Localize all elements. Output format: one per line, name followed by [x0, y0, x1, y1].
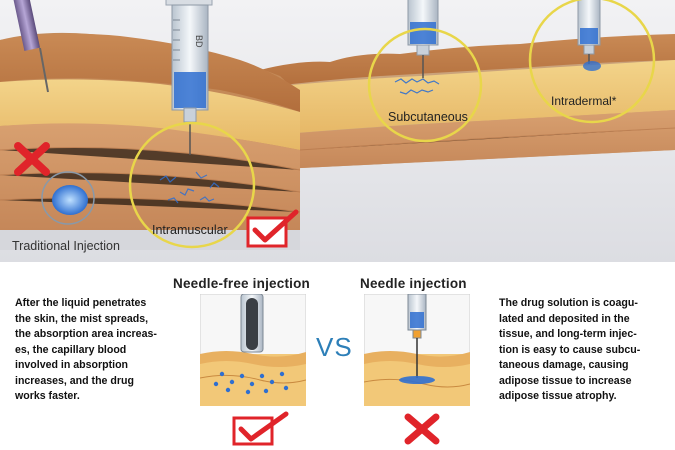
description-line: After the liquid penetrates [15, 297, 147, 309]
description-line: adipose tissue to increase [499, 374, 632, 387]
description-line: adipose tissue atrophy. [499, 390, 617, 402]
description-line: es, the capillary blood [15, 343, 127, 356]
description-line: increases, and the drug [15, 374, 134, 387]
subcutaneous-syringe [407, 0, 439, 78]
intradermal-syringe [577, 0, 601, 64]
label-traditional-injection: Traditional Injection [12, 239, 120, 253]
intramuscular-check-icon [246, 209, 299, 248]
needle-illustration [364, 294, 470, 406]
description-line: the absorption area increas- [15, 328, 157, 340]
needle-free-check-icon [232, 411, 289, 446]
needle-cross-icon [404, 413, 440, 445]
syringe-brand-text: BD [194, 35, 204, 48]
description-line: tion is easy to cause subcu- [499, 343, 641, 356]
label-intradermal: Intradermal* [551, 94, 617, 108]
description-line: involved in absorption [15, 359, 129, 371]
traditional-cross-icon [14, 142, 50, 176]
label-subcutaneous: Subcutaneous [388, 110, 468, 124]
description-line: The drug solution is coagu- [499, 297, 638, 309]
description-line: taneous damage, causing [499, 359, 629, 371]
needle-free-description: After the liquid penetrates the skin, th… [15, 296, 195, 405]
vs-label: VS [316, 332, 353, 362]
description-line: works faster. [15, 390, 80, 402]
needle-free-illustration [200, 294, 306, 406]
description-line: the skin, the mist spreads, [15, 312, 149, 325]
description-line: lated and deposited in the [499, 312, 630, 325]
injection-depth-illustration: BD [0, 0, 675, 262]
needle-title: Needle injection [360, 276, 467, 291]
pen-injector [11, 0, 49, 93]
needle-free-title: Needle-free injection [173, 276, 310, 291]
label-intramuscular: Intramuscular [152, 223, 228, 237]
description-line: tissue, and long-term injec- [499, 328, 637, 340]
intramuscular-syringe: BD [165, 0, 213, 155]
needle-description: The drug solution is coagu- lated and de… [499, 296, 671, 405]
